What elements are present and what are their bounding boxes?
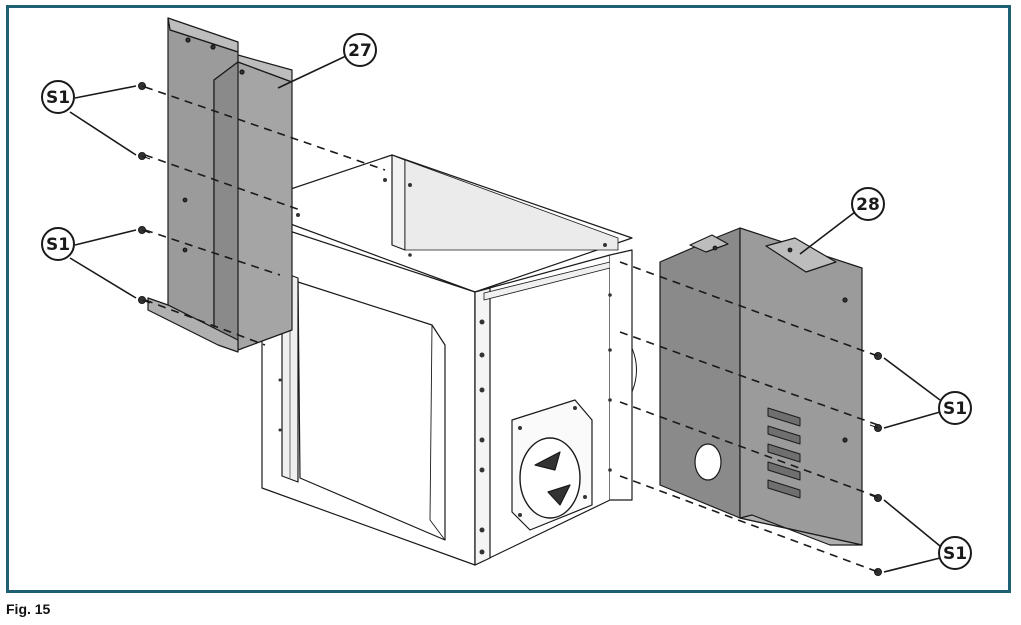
- callout-s1-left-upper: S1: [41, 80, 75, 114]
- svg-text:S1: S1: [943, 399, 967, 419]
- housing-door-panel: [297, 281, 446, 541]
- screw-icon: [869, 494, 882, 502]
- svg-text:S1: S1: [46, 235, 70, 255]
- vent-louvers: [767, 407, 801, 499]
- screws: [138, 82, 882, 576]
- screw-icon: [869, 352, 882, 360]
- callout-part-27: 27: [343, 33, 377, 67]
- screw-icon: [138, 296, 151, 304]
- callout-s1-right-upper: S1: [938, 391, 972, 425]
- assembly-lines: [144, 86, 879, 573]
- screw-icon: [869, 424, 882, 432]
- screw-icon: [138, 226, 151, 234]
- screw-icon: [869, 568, 882, 576]
- housing-rivets: [278, 178, 612, 555]
- figure-caption: Fig. 15: [6, 601, 51, 617]
- callout-part-28: 28: [851, 187, 885, 221]
- leader-lines: [69, 55, 941, 573]
- svg-text:28: 28: [856, 195, 880, 215]
- housing-box: [257, 154, 637, 566]
- right-side-panel-28: [659, 227, 863, 546]
- svg-text:27: 27: [348, 41, 372, 61]
- svg-text:S1: S1: [943, 544, 967, 564]
- callout-s1-right-lower: S1: [938, 536, 972, 570]
- screw-icon: [138, 82, 151, 90]
- svg-text:S1: S1: [46, 88, 70, 108]
- callout-s1-left-lower: S1: [41, 227, 75, 261]
- screw-icon: [138, 152, 151, 160]
- right-panel-cable-hole: [694, 443, 722, 481]
- housing-back-wall: [391, 154, 406, 251]
- left-side-panel-27: [147, 17, 293, 353]
- fan-opening: [519, 437, 581, 519]
